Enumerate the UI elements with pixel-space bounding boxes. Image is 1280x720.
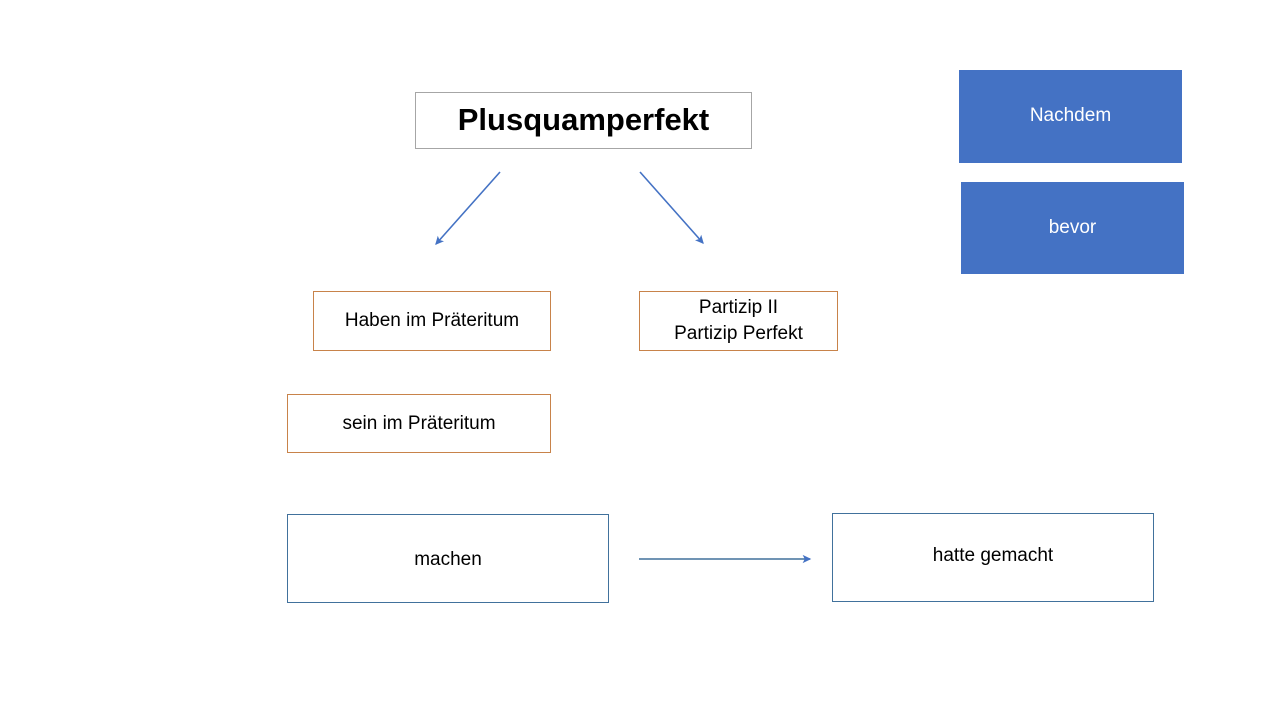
example-box-infinitive: machen [287, 514, 609, 603]
component-box-sein: sein im Präteritum [287, 394, 551, 453]
component-label-partizip-line2: Partizip Perfekt [674, 323, 803, 344]
component-label-haben: Haben im Präteritum [344, 310, 520, 332]
component-box-haben: Haben im Präteritum [313, 291, 551, 351]
title-box: Plusquamperfekt [415, 92, 752, 149]
component-label-sein: sein im Präteritum [342, 412, 496, 434]
keyword-label-bevor: bevor [1048, 217, 1097, 239]
keyword-label-nachdem: Nachdem [1029, 104, 1112, 126]
arrow-title-to-haben [435, 171, 501, 245]
page-title: Plusquamperfekt [457, 102, 710, 138]
example-box-conjugated: hatte gemacht [832, 513, 1154, 602]
example-label-infinitive: machen [414, 548, 482, 570]
component-box-partizip: Partizip II Partizip Perfekt [639, 291, 838, 351]
arrow-title-to-partizip [639, 171, 704, 244]
keyword-box-bevor: bevor [961, 182, 1184, 274]
component-label-partizip-line1: Partizip II [698, 297, 779, 319]
example-label-conjugated: hatte gemacht [932, 544, 1054, 566]
keyword-box-nachdem: Nachdem [959, 70, 1182, 163]
